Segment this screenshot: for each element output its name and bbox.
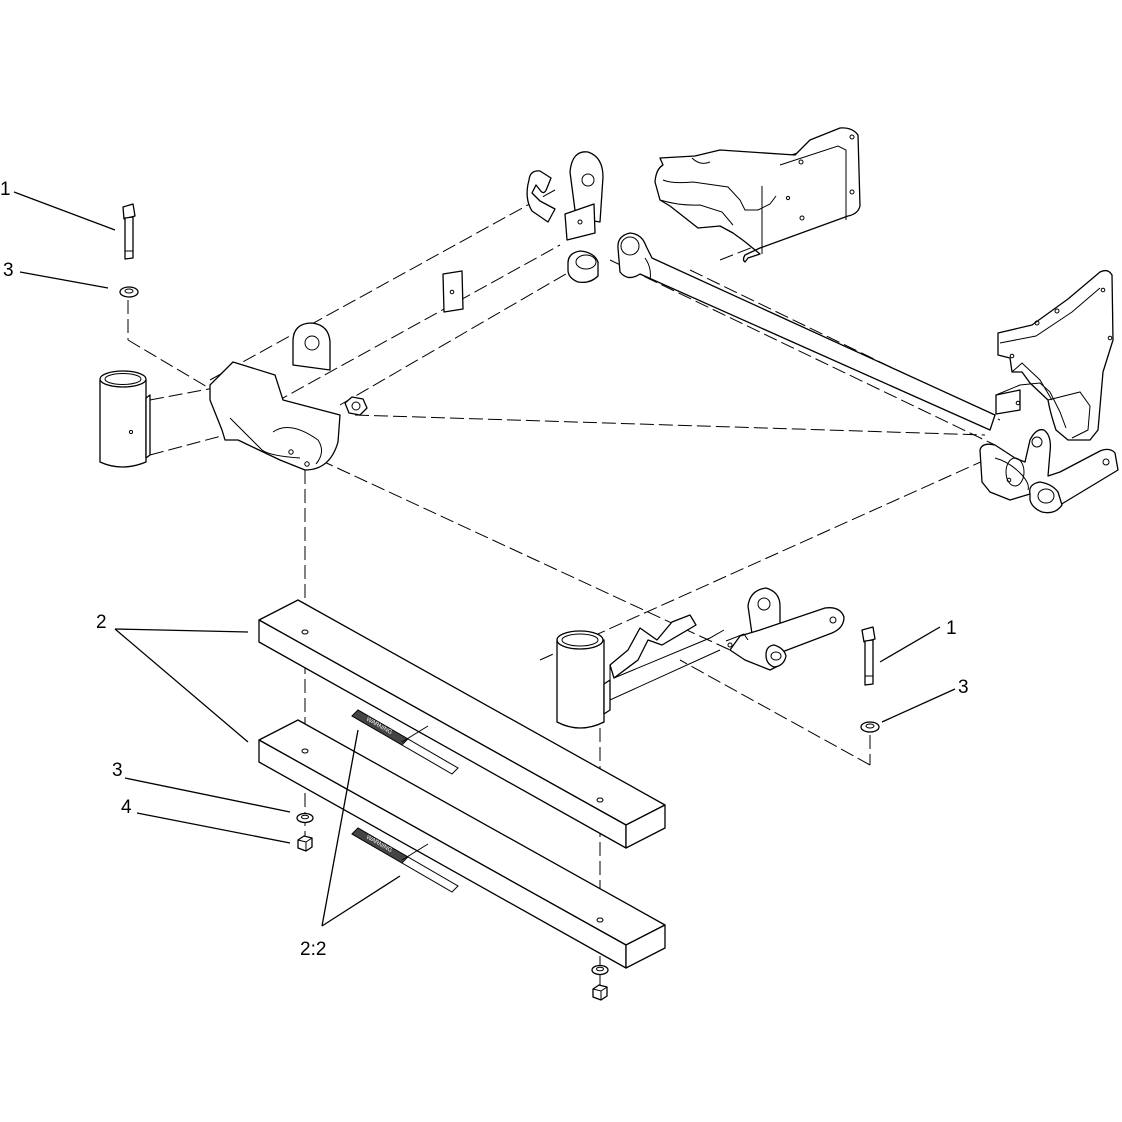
left-caster-tube [99, 370, 151, 468]
rear-right-upper-bracket [654, 127, 861, 263]
weight-bar-upper [258, 599, 666, 849]
frame-assembly [99, 127, 1119, 729]
right-caster-tube [556, 630, 611, 729]
rear-right-side-plate [995, 269, 1114, 441]
bolt-right [861, 626, 876, 686]
callout-1-top-left: 1 [0, 179, 11, 200]
weight-bar-lower [258, 719, 666, 969]
nut-bottom-right [592, 984, 608, 1001]
washer-right [860, 721, 880, 733]
washer-top-left [119, 286, 139, 298]
callout-2-2: 2:2 [300, 939, 326, 960]
front-right-pivot [725, 587, 845, 671]
washer-bottom-right [591, 964, 609, 976]
front-channel-bracket [609, 614, 725, 701]
nut-bottom-left [297, 835, 313, 852]
rear-left-bracket [442, 151, 604, 313]
callout-1-right: 1 [946, 618, 957, 639]
callout-labels: 1 3 1 3 2 3 4 2:2 [0, 179, 969, 960]
callout-4: 4 [121, 797, 132, 818]
washer-bottom-left [296, 812, 314, 824]
leader-lines [13, 191, 956, 927]
right-hinge-bracket [979, 429, 1119, 514]
assembly-centerlines [127, 139, 1001, 985]
rear-axle-tube [617, 232, 996, 431]
left-frame-arm [209, 322, 368, 471]
callout-3-bottom-left: 3 [112, 760, 123, 781]
callout-3-right: 3 [958, 677, 969, 698]
bolt-top-left [122, 203, 136, 260]
callout-3-top-left: 3 [3, 260, 14, 281]
callout-2: 2 [96, 612, 107, 633]
